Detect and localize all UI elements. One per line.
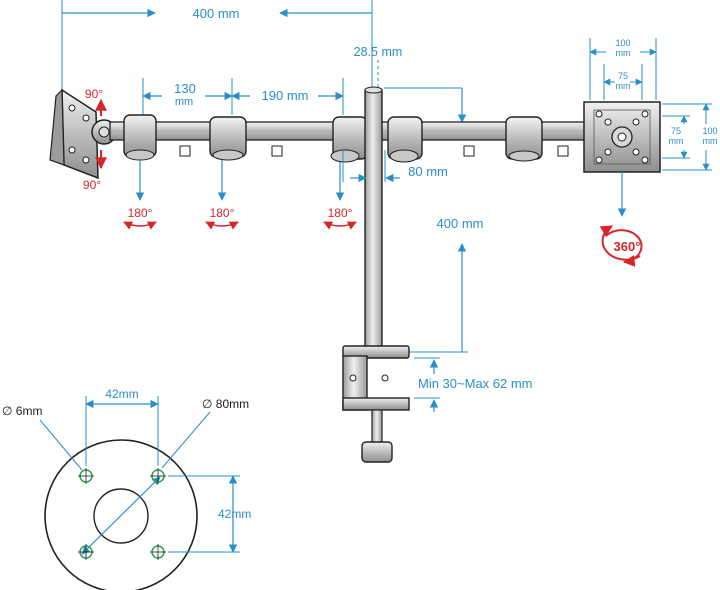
label-tilt-down: 90°: [83, 178, 101, 192]
label-center-80: 80 mm: [408, 164, 448, 179]
joint-3: [330, 116, 368, 163]
label-swivel-2: 180°: [210, 206, 235, 220]
left-vesa-plate: [49, 88, 117, 180]
dim-clamp-range: Min 30~Max 62 mm: [414, 357, 533, 412]
tilt-indicator: 90° 90°: [83, 87, 107, 192]
label-vesa-75-w-unit: mm: [616, 81, 631, 91]
label-vesa-75-h-unit: mm: [669, 136, 684, 146]
label-base-42-v: 42mm: [218, 507, 251, 521]
dim-base: 42mm 42mm ∅ 6mm ∅ 80mm: [2, 387, 251, 553]
dim-pole-offset: 28.5 mm: [354, 45, 403, 110]
label-arm-130-unit: mm: [175, 96, 193, 108]
joint-1: [123, 114, 157, 161]
label-base-dia: ∅ 80mm: [202, 397, 249, 411]
label-width-400: 400 mm: [193, 6, 240, 21]
swivel-indicators: 180° 180° 180°: [123, 160, 357, 230]
rotation-indicator: 360°: [599, 172, 643, 267]
label-arm-190: 190 mm: [262, 88, 309, 103]
label-swivel-3: 180°: [328, 206, 353, 220]
dim-vesa-width: 100 mm 75 mm: [589, 38, 657, 100]
base-plate-detail: [44, 439, 198, 590]
mounting-holes: [78, 468, 166, 560]
joint-5: [505, 116, 543, 162]
label-rotate-360: 360°: [614, 239, 641, 254]
label-vesa-75-h: 75: [671, 126, 681, 136]
arm-joints: [123, 114, 543, 163]
label-hole-dia: ∅ 6mm: [2, 404, 42, 418]
dim-width-400: 400 mm: [61, 0, 373, 95]
pole: [364, 86, 383, 353]
right-vesa-plate: [583, 101, 661, 173]
dim-right-offset: [384, 87, 467, 123]
dim-center-80: 80 mm: [342, 150, 448, 183]
label-tilt-up: 90°: [85, 87, 103, 101]
label-vesa-100-w-unit: mm: [616, 48, 631, 58]
label-arm-130: 130: [174, 81, 196, 96]
dim-pole-height: 400 mm: [384, 216, 484, 353]
label-clamp-range: Min 30~Max 62 mm: [418, 376, 533, 391]
label-vesa-100-w: 100: [615, 38, 630, 48]
label-pole-height: 400 mm: [437, 216, 484, 231]
label-pole-offset: 28.5 mm: [354, 45, 403, 59]
joint-4: [387, 116, 423, 163]
label-swivel-1: 180°: [128, 206, 153, 220]
label-base-42-h: 42mm: [105, 387, 138, 401]
dim-vesa-height: 75 mm 100 mm: [662, 103, 718, 171]
label-vesa-100-h: 100: [702, 126, 717, 136]
desk-clamp: [342, 345, 410, 463]
label-vesa-100-h-unit: mm: [703, 136, 718, 146]
joint-2: [209, 116, 247, 161]
label-vesa-75-w: 75: [618, 71, 628, 81]
dim-arm-segments: 130 mm 190 mm: [142, 78, 344, 115]
